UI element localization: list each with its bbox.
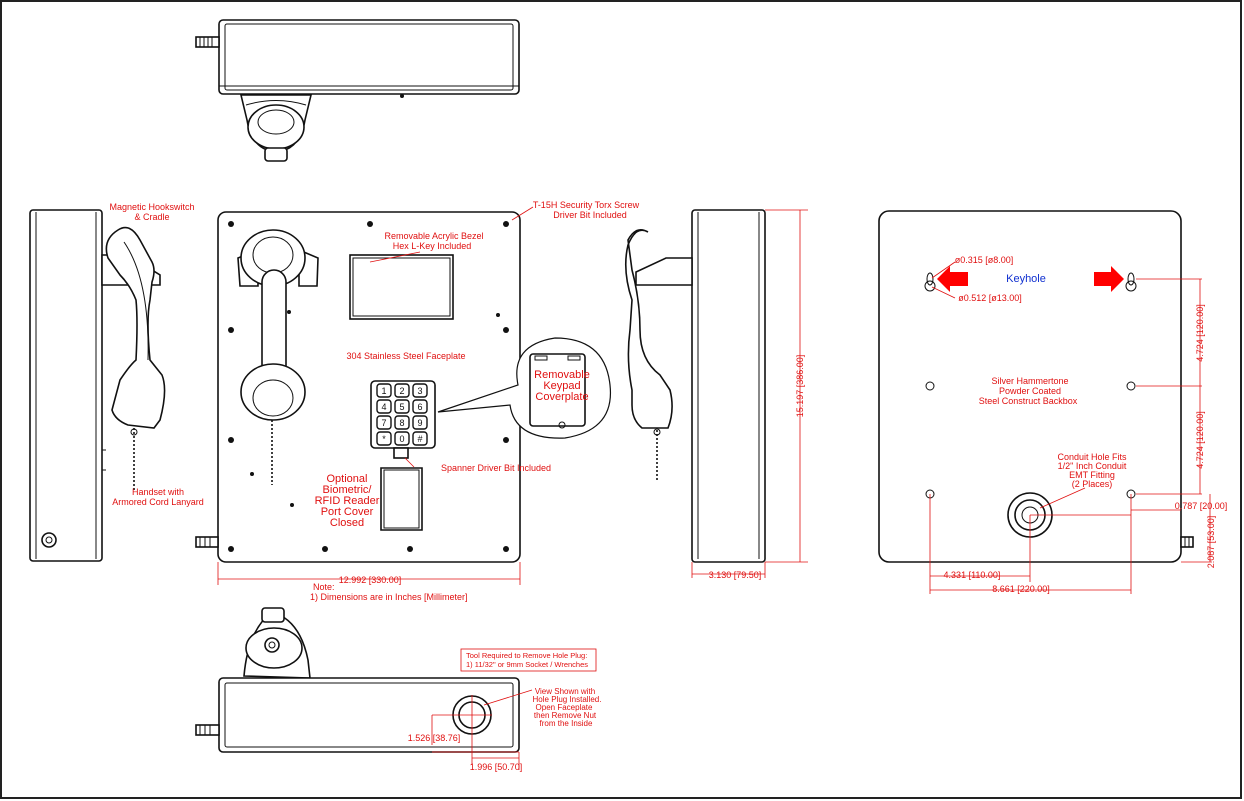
keypad-key-label: 3 bbox=[417, 386, 422, 396]
conduit-x-dimension: 4.331 [110.00] bbox=[944, 570, 1001, 580]
plug-x-dimension: 1.996 [50.70] bbox=[470, 762, 523, 772]
keypad-key-label: 0 bbox=[399, 434, 404, 444]
keypad-key-label: # bbox=[417, 434, 422, 444]
keypad-key bbox=[412, 383, 428, 398]
annotations: Magnetic Hookswitch& Cradle Handset with… bbox=[109, 200, 1227, 772]
keypad: 1 2 3 4 5 6 7 8 9 * 0 # bbox=[376, 383, 428, 446]
keypad-key bbox=[376, 399, 392, 414]
keypad-key-label: 1 bbox=[381, 386, 386, 396]
keypad-key-label: 4 bbox=[381, 402, 386, 412]
vert-dimension-2: 4.724 [120.00] bbox=[1195, 411, 1205, 469]
depth-dimension: 3.130 [79.50] bbox=[709, 570, 762, 580]
bottom-view bbox=[195, 607, 520, 753]
svg-text:Tool Required to Remove Hole P: Tool Required to Remove Hole Plug:1) 11/… bbox=[466, 651, 588, 669]
keyhole-label: Keyhole bbox=[1006, 273, 1046, 285]
keypad-key bbox=[412, 415, 428, 430]
right-offset-dimension: 0.787 [20.00] bbox=[1175, 501, 1228, 511]
keypad-key-label: 9 bbox=[417, 418, 422, 428]
note-label: Note:1) Dimensions are in Inches [Millim… bbox=[310, 582, 468, 602]
keypad-key bbox=[412, 431, 428, 446]
keypad-key-label: 2 bbox=[399, 386, 404, 396]
bottom-offset-dimension: 2.087 [53.00] bbox=[1206, 516, 1216, 569]
hole-small-dimension: ø0.315 [ø8.00] bbox=[955, 255, 1014, 265]
vert-dimension-1: 4.724 [120.00] bbox=[1195, 304, 1205, 362]
keypad-key bbox=[376, 431, 392, 446]
keypad-key-label: 6 bbox=[417, 402, 422, 412]
keypad-key bbox=[394, 399, 410, 414]
height-dimension: 15.197 [386.00] bbox=[795, 355, 805, 418]
keypad-key bbox=[412, 399, 428, 414]
keypad-key-label: 5 bbox=[399, 402, 404, 412]
plug-y-dimension: 1.526 [38.76] bbox=[408, 733, 461, 743]
right-side-view bbox=[624, 209, 766, 563]
hole-large-dimension: ø0.512 [ø13.00] bbox=[958, 293, 1022, 303]
left-side-view bbox=[29, 209, 166, 562]
dimension-lines bbox=[217, 206, 1212, 770]
front-view: 1 2 3 4 5 6 7 8 9 * 0 # bbox=[195, 211, 521, 563]
tool-note: Tool Required to Remove Hole Plug:1) 11/… bbox=[460, 648, 597, 672]
keypad-key-label: 8 bbox=[399, 418, 404, 428]
keypad-key bbox=[394, 415, 410, 430]
keypad-key-label: * bbox=[382, 434, 386, 444]
faceplate-label: 304 Stainless Steel Faceplate bbox=[346, 351, 465, 361]
keypad-key bbox=[394, 431, 410, 446]
hole-span-dimension: 8.661 [220.00] bbox=[992, 584, 1050, 594]
spanner-label: Spanner Driver Bit Included bbox=[441, 463, 551, 473]
keypad-key-label: 7 bbox=[381, 418, 386, 428]
keypad-key bbox=[394, 383, 410, 398]
hookswitch-label: Magnetic Hookswitch& Cradle bbox=[109, 202, 194, 222]
top-view bbox=[195, 19, 520, 162]
keypad-key bbox=[376, 415, 392, 430]
width-dimension: 12.992 [330.00] bbox=[339, 575, 402, 585]
keypad-callout bbox=[437, 337, 612, 439]
keypad-key bbox=[376, 383, 392, 398]
